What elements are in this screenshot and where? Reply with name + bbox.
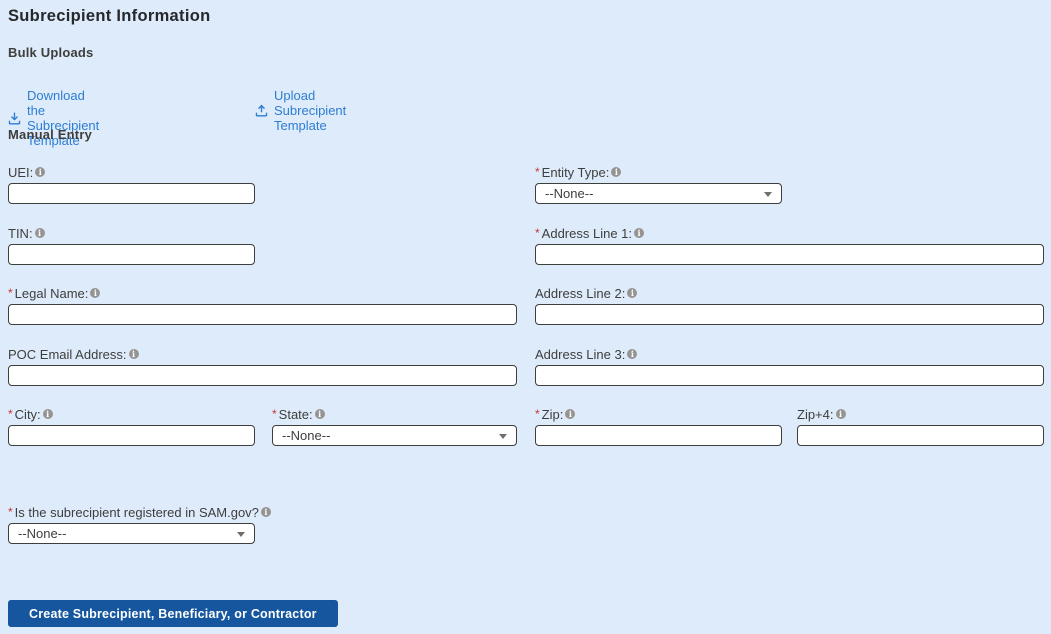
address-line-3-label: Address Line 3: [535,346,1044,362]
info-icon[interactable] [627,349,638,359]
poc-email-input[interactable] [8,365,517,386]
info-icon[interactable] [627,288,638,298]
entity-type-select[interactable]: --None-- [535,183,782,204]
selected-value: --None-- [545,186,594,201]
chevron-down-icon [499,434,507,439]
zip-input[interactable] [535,425,782,446]
chevron-down-icon [764,192,772,197]
address-line-1-label: * Address Line 1: [535,225,1044,241]
legal-name-label: * Legal Name: [8,285,517,301]
info-icon[interactable] [835,409,846,419]
legal-name-input[interactable] [8,304,517,325]
required-asterisk: * [535,165,540,179]
zip4-input[interactable] [797,425,1044,446]
label-text: Zip+4: [797,406,834,422]
tin-input[interactable] [8,244,255,265]
field-legal-name: * Legal Name: [8,285,517,325]
info-icon[interactable] [34,228,45,238]
state-label: * State: [272,406,517,422]
info-icon[interactable] [634,228,645,238]
sam-registered-select[interactable]: --None-- [8,523,255,544]
required-asterisk: * [272,407,277,421]
info-icon[interactable] [90,288,101,298]
state-select[interactable]: --None-- [272,425,517,446]
label-text: State: [278,406,313,422]
download-template-label: Download the Subrecipient Template [27,88,100,148]
selected-value: --None-- [282,428,331,443]
upload-template-link[interactable]: Upload Subrecipient Template [255,88,346,133]
field-zip4: Zip+4: [797,406,1044,446]
manual-entry-heading: Manual Entry [8,127,93,142]
field-sam-registered: * Is the subrecipient registered in SAM.… [8,504,271,544]
address-line-1-input[interactable] [535,244,1044,265]
upload-template-label: Upload Subrecipient Template [274,88,347,133]
label-text: Zip: [541,406,564,422]
chevron-down-icon [237,532,245,537]
city-label: * City: [8,406,255,422]
address-line-2-label: Address Line 2: [535,285,1044,301]
download-icon [8,112,21,125]
required-asterisk: * [8,286,13,300]
address-line-2-input[interactable] [535,304,1044,325]
create-subrecipient-button[interactable]: Create Subrecipient, Beneficiary, or Con… [8,600,338,627]
required-asterisk: * [535,226,540,240]
entity-type-label: * Entity Type: [535,164,782,180]
label-text: UEI: [8,164,34,180]
address-line-3-input[interactable] [535,365,1044,386]
field-entity-type: * Entity Type: --None-- [535,164,782,204]
info-icon[interactable] [42,409,53,419]
required-asterisk: * [8,505,13,519]
zip-label: * Zip: [535,406,782,422]
label-text: City: [14,406,41,422]
field-address-line-2: Address Line 2: [535,285,1044,325]
uei-label: UEI: [8,164,255,180]
page-title: Subrecipient Information [8,7,211,25]
label-text: TIN: [8,225,33,241]
zip4-label: Zip+4: [797,406,1044,422]
field-address-line-1: * Address Line 1: [535,225,1044,265]
label-text: Address Line 3: [535,346,626,362]
label-text: Address Line 2: [535,285,626,301]
field-zip: * Zip: [535,406,782,446]
uei-input[interactable] [8,183,255,204]
field-city: * City: [8,406,255,446]
selected-value: --None-- [18,526,67,541]
field-tin: TIN: [8,225,255,265]
tin-label: TIN: [8,225,255,241]
label-text: Legal Name: [14,285,89,301]
info-icon[interactable] [565,409,576,419]
upload-icon [255,104,268,117]
label-text: Entity Type: [541,164,610,180]
field-address-line-3: Address Line 3: [535,346,1044,386]
info-icon[interactable] [611,167,622,177]
sam-registered-label: * Is the subrecipient registered in SAM.… [8,504,271,520]
field-uei: UEI: [8,164,255,204]
label-text: POC Email Address: [8,346,127,362]
info-icon[interactable] [260,507,271,517]
bulk-uploads-heading: Bulk Uploads [8,45,94,60]
field-state: * State: --None-- [272,406,517,446]
info-icon[interactable] [35,167,46,177]
city-input[interactable] [8,425,255,446]
poc-email-label: POC Email Address: [8,346,517,362]
label-text: Address Line 1: [541,225,633,241]
info-icon[interactable] [314,409,325,419]
required-asterisk: * [535,407,540,421]
label-text: Is the subrecipient registered in SAM.go… [14,504,259,520]
required-asterisk: * [8,407,13,421]
download-template-link[interactable]: Download the Subrecipient Template [8,88,99,148]
field-poc-email: POC Email Address: [8,346,517,386]
info-icon[interactable] [128,349,139,359]
